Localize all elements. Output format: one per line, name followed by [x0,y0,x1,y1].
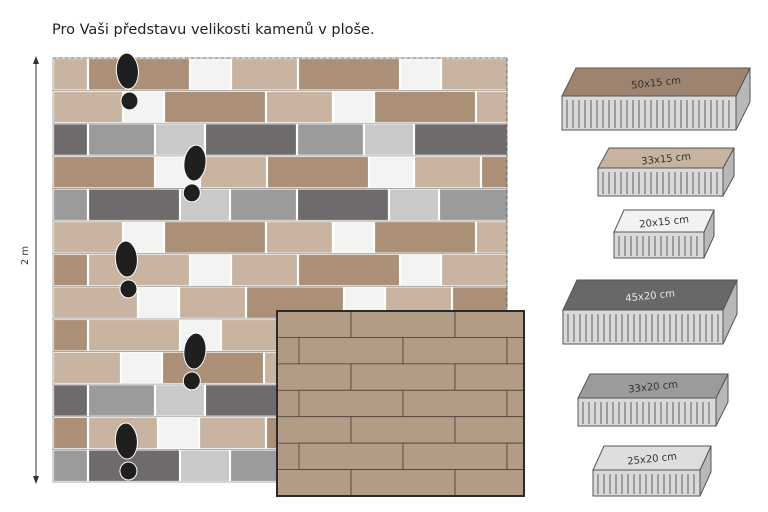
stone-sample-2: 33x15 cm [597,147,735,197]
stone-size-label: 45x20 cm [625,288,676,304]
stone-size-label: 50x15 cm [631,75,682,91]
stone-size-label: 33x15 cm [641,151,692,167]
footprint-icon [115,52,139,111]
stone-size-label: 25x20 cm [627,451,678,467]
page-title: Pro Vaši představu velikosti kamenů v pl… [52,22,375,38]
stone-sample-3: 20x15 cm [613,209,715,259]
stone-size-label: 20x15 cm [639,214,690,230]
stone-sample-6: 25x20 cm [592,445,712,497]
footprint-icon [114,422,138,481]
footprint-icon [182,144,207,203]
footprint-icon [182,332,207,391]
footprint-icon [114,240,138,299]
stone-sample-1: 50x15 cm [561,67,751,131]
stone-sample-5: 33x20 cm [577,373,729,427]
stone-size-label: 33x20 cm [628,379,679,395]
stone-sample-4: 45x20 cm [562,279,738,345]
